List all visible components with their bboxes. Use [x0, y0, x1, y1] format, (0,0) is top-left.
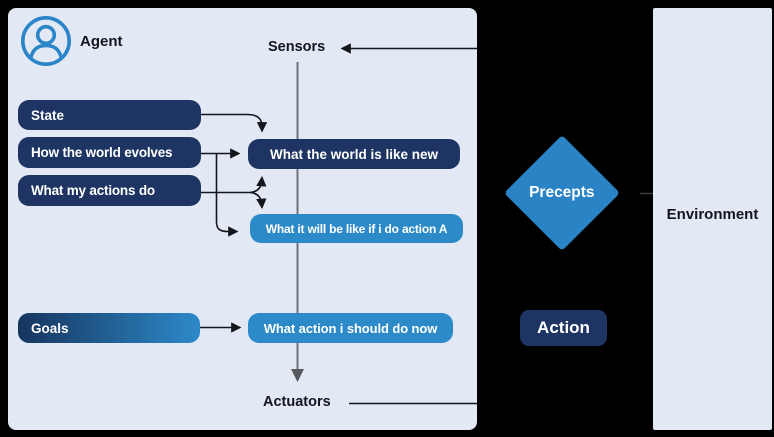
- person-circle-icon: [20, 15, 72, 67]
- agent-label: Agent: [80, 33, 123, 50]
- world-state-box: What the world is like new: [248, 139, 460, 169]
- sensors-label: Sensors: [268, 39, 326, 55]
- world-prediction-box: What it will be like if i do action A: [250, 214, 463, 243]
- state-box: State: [18, 100, 201, 130]
- what-my-actions-do-box: What my actions do: [18, 175, 201, 206]
- environment-panel: [653, 8, 772, 430]
- arrow-actions-down-worldif: [249, 191, 267, 210]
- arrow-actions-up-worldnow: [249, 175, 267, 194]
- goals-box: Goals: [18, 313, 200, 343]
- action-decision-box: What action i should do now: [248, 313, 453, 343]
- precepts-label: Precepts: [529, 183, 595, 201]
- actuators-label: Actuators: [263, 394, 331, 410]
- arrow-branch-to-worldif: [215, 153, 239, 237]
- environment-label: Environment: [666, 206, 759, 223]
- how-world-evolves-box: How the world evolves: [18, 137, 201, 168]
- arrow-state-to-worldnow: [188, 113, 268, 133]
- action-box: Action: [520, 310, 607, 346]
